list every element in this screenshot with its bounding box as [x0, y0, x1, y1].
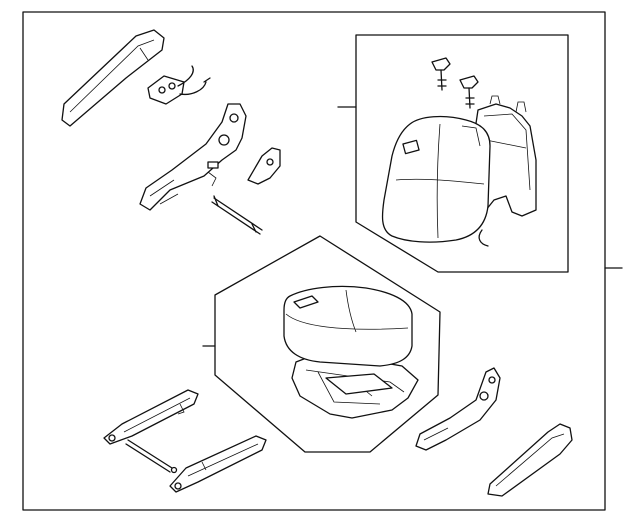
recliner-bracket: [139, 103, 247, 211]
headrest-guide-left: [431, 57, 451, 91]
recliner-bracket-right: [415, 367, 501, 451]
seat-back-cover: [381, 115, 491, 243]
seat-cushion: [283, 285, 413, 367]
headrest-guide-right: [459, 75, 479, 109]
seat-back-group-frame: [355, 34, 569, 273]
seat-cushion-group: [202, 235, 441, 453]
wiring-harness: [147, 65, 211, 105]
recliner-cover-upper: [61, 29, 165, 127]
recliner-knob: [247, 147, 281, 185]
seat-track-left: [103, 389, 199, 445]
track-rod: [125, 439, 178, 474]
seat-back-group: [337, 34, 569, 273]
recliner-cover-lower: [487, 423, 573, 497]
seat-cushion-group-frame: [214, 235, 441, 453]
recliner-rod: [211, 195, 263, 235]
outer-frame: [22, 11, 606, 511]
seat-track-right: [169, 435, 267, 493]
